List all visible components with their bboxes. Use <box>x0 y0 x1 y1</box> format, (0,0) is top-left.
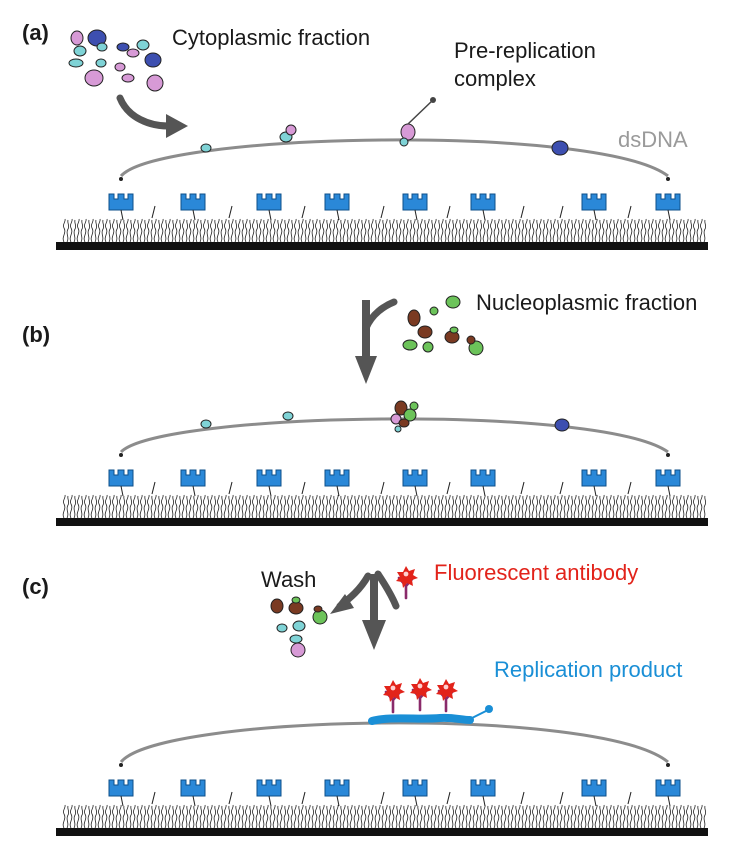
anchor-protein-icon <box>470 193 496 211</box>
anchor-protein-icon <box>655 193 681 211</box>
prerep-label-line2: complex <box>454 66 536 91</box>
tether <box>627 481 632 495</box>
antibody-icon <box>434 677 460 713</box>
tether <box>151 481 156 495</box>
anchor-protein-icon <box>180 469 206 487</box>
anchor-protein-icon <box>180 779 206 797</box>
tether <box>446 791 451 805</box>
anchor-protein-icon <box>470 469 496 487</box>
tether <box>151 205 156 219</box>
anchor-protein-icon <box>581 779 607 797</box>
tether <box>627 791 632 805</box>
prerep-label-line1: Pre-replication <box>454 38 596 63</box>
cytoplasmic-proteins <box>68 29 164 92</box>
arrow-icon <box>355 356 377 384</box>
washed-proteins <box>270 596 328 658</box>
antibody-label: Fluorescent antibody <box>434 560 639 585</box>
polymer-brush <box>62 218 707 243</box>
anchor-protein-icon <box>402 469 428 487</box>
product-label: Replication product <box>494 657 683 682</box>
surface-substrate <box>56 518 708 526</box>
nucleoplasmic-label: Nucleoplasmic fraction <box>476 290 698 315</box>
anchor-protein-icon <box>108 779 134 797</box>
tether <box>627 205 632 219</box>
polymer-brush <box>62 494 707 519</box>
anchor-protein-icon <box>256 469 282 487</box>
panel-letter-a: (a) <box>22 20 49 45</box>
nucleoplasmic-proteins <box>402 295 484 356</box>
anchor-protein-icon <box>324 469 350 487</box>
surface-panel <box>56 138 708 250</box>
tether <box>301 205 306 219</box>
tether <box>520 481 525 495</box>
tether <box>559 791 564 805</box>
dsdna-strand <box>119 138 669 178</box>
arrow-icon <box>374 570 400 610</box>
surface-panel <box>56 417 708 526</box>
arrow-icon <box>362 298 398 332</box>
tether <box>559 481 564 495</box>
anchor-protein-icon <box>402 193 428 211</box>
tether <box>520 791 525 805</box>
surface-substrate <box>56 242 708 250</box>
tether <box>151 791 156 805</box>
surface-panel <box>56 721 708 836</box>
arrow-icon <box>166 114 188 138</box>
callout-line <box>407 99 434 125</box>
tether <box>301 791 306 805</box>
anchor-protein-icon <box>256 779 282 797</box>
tether <box>446 481 451 495</box>
panel-letter-b: (b) <box>22 322 51 347</box>
tether <box>380 205 385 219</box>
tether <box>301 481 306 495</box>
panel-letter-c: (c) <box>22 574 49 599</box>
anchor-protein-icon <box>108 193 134 211</box>
anchor-protein-icon <box>324 193 350 211</box>
anchor-protein-icon <box>402 779 428 797</box>
bound-proteins-b <box>200 400 570 433</box>
anchor-protein-icon <box>108 469 134 487</box>
tether <box>380 791 385 805</box>
anchor-protein-icon <box>470 779 496 797</box>
tether <box>446 205 451 219</box>
antibody-icon <box>408 676 434 712</box>
arrow-icon <box>116 94 172 130</box>
arrow-icon <box>330 594 354 614</box>
arrow-icon <box>362 620 386 650</box>
bound-proteins-a <box>200 123 569 156</box>
anchor-protein-icon <box>581 469 607 487</box>
tether <box>228 205 233 219</box>
tether <box>228 791 233 805</box>
antibody-icon <box>381 678 407 714</box>
callout-line <box>469 709 489 720</box>
tether <box>520 205 525 219</box>
anchor-protein-icon <box>581 193 607 211</box>
dsdna-strand <box>119 721 669 764</box>
tether <box>228 481 233 495</box>
anchor-protein-icon <box>324 779 350 797</box>
wash-label: Wash <box>261 567 317 592</box>
dsdna-strand <box>119 417 669 454</box>
tether <box>559 205 564 219</box>
anchor-protein-icon <box>180 193 206 211</box>
replication-product <box>368 713 474 725</box>
polymer-brush <box>62 804 707 829</box>
dsdna-label: dsDNA <box>618 127 688 152</box>
antibody-icon <box>394 564 420 600</box>
tether <box>380 481 385 495</box>
cytoplasmic-label: Cytoplasmic fraction <box>172 25 371 50</box>
surface-substrate <box>56 828 708 836</box>
anchor-protein-icon <box>256 193 282 211</box>
anchor-protein-icon <box>655 469 681 487</box>
anchor-protein-icon <box>655 779 681 797</box>
